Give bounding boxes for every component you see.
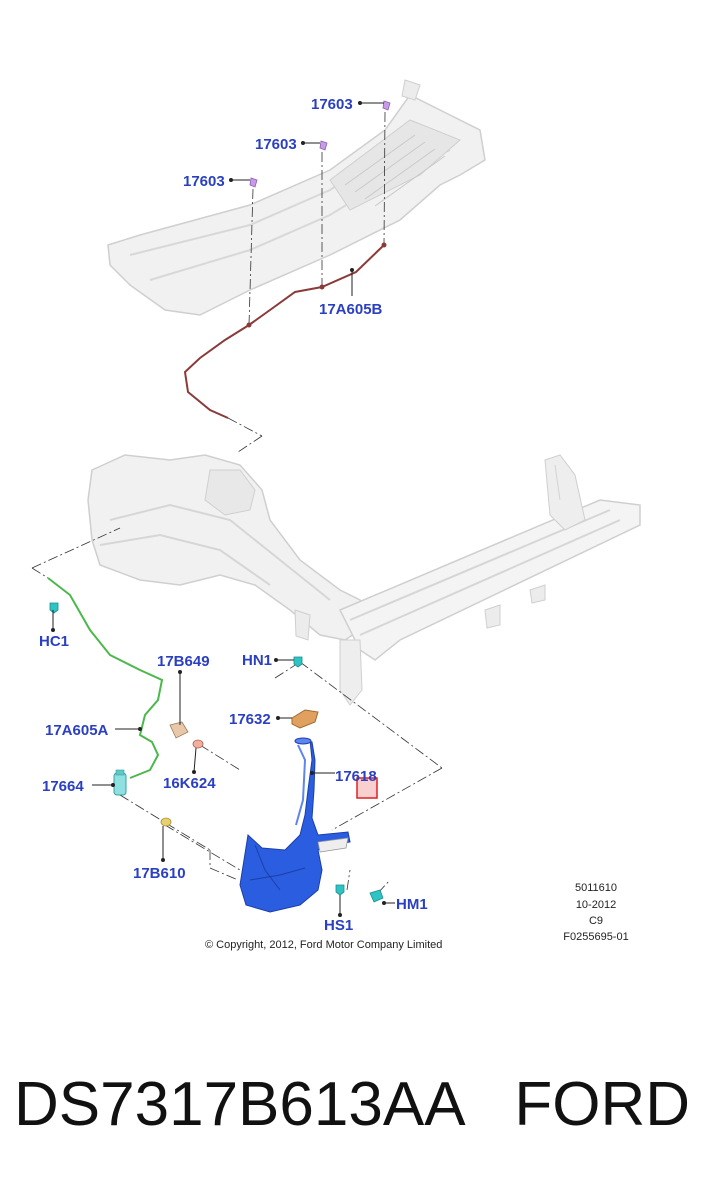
callout-HM1: HM1 — [396, 896, 428, 913]
callout-17664: 17664 — [42, 778, 84, 795]
callout-17A605B: 17A605B — [319, 301, 383, 318]
brand-name: FORD — [514, 1070, 690, 1139]
seal-17B610 — [160, 817, 172, 827]
callout-HS1: HS1 — [324, 917, 353, 934]
washer-pump-17664 — [113, 769, 127, 796]
callout-17618: 17618 — [335, 768, 377, 785]
clip-HM1 — [369, 889, 384, 903]
meta-line-2: 10-2012 — [576, 899, 616, 911]
meta-line-1: 5011610 — [575, 882, 617, 894]
callout-HN1: HN1 — [242, 652, 272, 669]
callout-17603-low: 17603 — [183, 173, 225, 190]
callout-17B610: 17B610 — [133, 865, 186, 882]
filler-cap-17632 — [291, 709, 319, 729]
washer-reservoir-17618 — [239, 737, 351, 913]
hose-17A605A — [47, 577, 164, 779]
clip-17603-top — [382, 100, 391, 111]
copyright-text: © Copyright, 2012, Ford Motor Company Li… — [205, 939, 442, 951]
clip-HC1 — [49, 602, 59, 614]
clip-17603-mid — [319, 140, 328, 151]
meta-line-3: C9 — [589, 915, 603, 927]
callout-HC1: HC1 — [39, 633, 69, 650]
part-number: DS7317B613AA — [14, 1070, 466, 1139]
clip-17603-low — [249, 177, 258, 188]
leader-lines — [52, 102, 395, 915]
clip-HS1 — [335, 884, 345, 896]
hose-17A605B — [183, 242, 387, 419]
callout-17A605A: 17A605A — [45, 722, 109, 739]
callout-17632: 17632 — [229, 711, 271, 728]
locator-hose-upper — [227, 417, 263, 453]
callout-17603-mid: 17603 — [255, 136, 297, 153]
callout-17B649: 17B649 — [157, 653, 210, 670]
front-body-structure — [87, 454, 641, 706]
meta-line-4: F0255695-01 — [563, 931, 628, 943]
grommet-16K624 — [192, 739, 204, 749]
leader-dots — [51, 101, 386, 917]
locator-lines-cowl — [248, 111, 386, 326]
connector-17B649 — [169, 721, 189, 739]
callout-16K624: 16K624 — [163, 775, 216, 792]
cowl-panel — [107, 79, 486, 316]
clip-HN1 — [293, 656, 303, 668]
callout-17603-top: 17603 — [311, 96, 353, 113]
locator-lines-lower — [31, 527, 443, 894]
highlight-marker — [356, 777, 378, 799]
